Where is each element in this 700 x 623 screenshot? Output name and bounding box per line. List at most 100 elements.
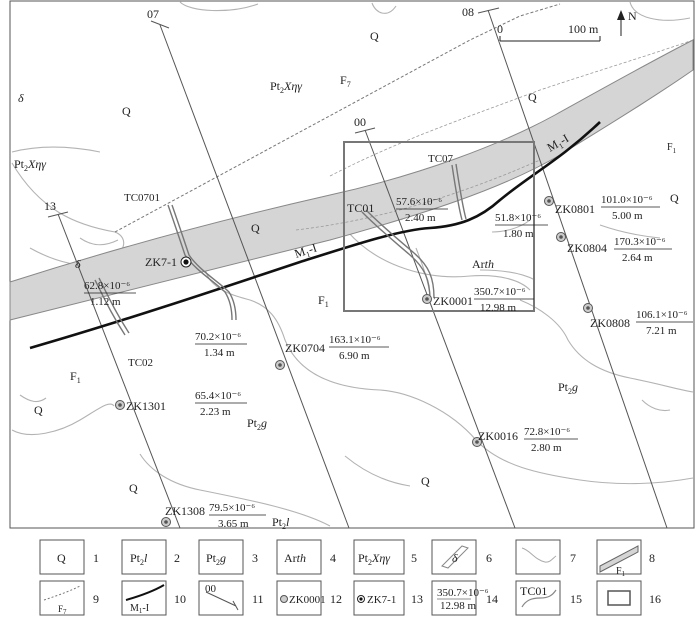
grade-zk1301: 65.4×10⁻⁶ [195,390,241,402]
legend-num-2: 2 [174,551,180,565]
unit-labels: Q Q Q Q Q Q Q Q Pt2Xηγ Pt2Xηγ Pt2g Pt2g … [14,29,679,531]
trench-tc07 [451,164,463,221]
trench-tc01 [361,211,431,301]
thick-zk0704: 6.90 m [339,350,370,362]
unit-q-8: Q [421,474,430,488]
borehole-zk0804-marker [556,232,566,242]
trenches [94,163,467,336]
borehole-zk0801-marker [544,196,554,206]
sample-labels: 57.6×10⁻⁶ 2.40 m 51.8×10⁻⁶ 1.80 m 62.8×1… [84,196,548,359]
fault-label-f1-1: F1 [667,142,677,155]
trench-tc0701 [167,204,233,321]
scale-bar: 0 100 m [497,22,601,42]
section-label-08: 08 [462,5,474,19]
borehole-zk0808-marker [583,303,593,313]
borehole-label-zk0016: ZK0016 [478,429,518,443]
sample-grade-2: 51.8×10⁻⁶ [495,212,541,224]
trench-label-tc07: TC07 [428,153,454,165]
scale-distance: 100 m [568,22,599,36]
legend-num-14: 14 [486,592,498,606]
grade-zk0801: 101.0×10⁻⁶ [601,194,653,206]
section-label-13: 13 [44,199,56,213]
legend-arth-swatch: Arth [284,551,306,565]
borehole-label-zk7-1: ZK7-1 [145,255,177,269]
section-label-07: 07 [147,7,159,21]
grade-zk0016: 72.8×10⁻⁶ [524,426,570,438]
fault-f1-edge-south [295,159,541,231]
legend: Q 1 Pt2l 2 Pt2g 3 Arth 4 Pt2Xηγ 5 δ 6 7 … [39,539,661,616]
thick-zk0804: 2.64 m [622,252,653,264]
legend-num-16: 16 [649,592,661,606]
legend-f7-swatch: F7 [58,604,67,616]
unit-pt2xngg-1: Pt2Xηγ [270,79,302,95]
orebody-m1-i [29,121,601,350]
grade-zk1308: 79.5×10⁻⁶ [209,502,255,514]
trench-label-tc0701: TC0701 [124,192,160,204]
legend-pt2l-swatch: Pt2l [130,551,148,567]
fault-f7 [114,3,561,233]
trench-label-tc02: TC02 [128,357,153,369]
sample-grade-4: 70.2×10⁻⁶ [195,331,241,343]
borehole-labels: ZK0801 101.0×10⁻⁶ 5.00 m ZK0804 170.3×10… [126,194,693,530]
unit-q-4: Q [670,191,679,205]
legend-num-5: 5 [411,551,417,565]
unit-q-7: Q [129,481,138,495]
unit-q-2: Q [122,104,131,118]
legend-num-4: 4 [330,551,336,565]
borehole-zk0001-marker [422,294,432,304]
unit-q-6: Q [34,403,43,417]
legend-borehole-swatch: ZK0001 [289,594,326,606]
sample-thick-4: 1.34 m [204,347,235,359]
legend-num-12: 12 [330,592,342,606]
fault-zone-f1 [9,39,694,321]
thick-zk0808: 7.21 m [646,325,677,337]
unit-pt2l: Pt2l [272,515,290,531]
borehole-label-zk0001: ZK0001 [433,294,473,308]
section-line-13 [57,213,181,529]
unit-delta-1: δ [18,91,24,105]
unit-q-5: Q [251,221,260,235]
borehole-zk1301-marker [115,400,125,410]
trench-label-tc01: TC01 [347,201,374,215]
sample-grade-1: 57.6×10⁻⁶ [396,196,442,208]
sample-thick-2: 1.80 m [503,228,534,240]
legend-q-swatch: Q [57,551,66,565]
grade-zk0704: 163.1×10⁻⁶ [329,334,381,346]
legend-num-15: 15 [570,592,582,606]
thick-zk0801: 5.00 m [612,210,643,222]
unit-delta-2: δ [75,257,81,271]
legend-borehole2-swatch: ZK7-1 [367,594,396,606]
unit-pt2g-2: Pt2g [247,416,267,432]
borehole-zk7-1-marker [180,256,192,268]
legend-num-1: 1 [93,551,99,565]
north-label: N [628,9,637,23]
borehole-zk0016-marker [472,437,482,447]
borehole-label-zk1308: ZK1308 [165,504,205,518]
unit-pt2xngg-2: Pt2Xηγ [14,157,46,173]
unit-pt2g-1: Pt2g [558,380,578,396]
borehole-label-zk0704: ZK0704 [285,341,325,355]
orebody-label-1: M1-I [293,241,320,263]
sample-grade-3: 62.8×10⁻⁶ [84,280,130,292]
thick-zk0016: 2.80 m [531,442,562,454]
borehole-zk0704-marker [275,360,285,370]
grade-zk0001: 350.7×10⁻⁶ [474,286,526,298]
fault-label-f7: F7 [340,73,351,89]
north-arrow: N [617,9,637,36]
detail-area-box [343,141,535,312]
scale-zero: 0 [497,22,503,36]
section-line-00 [364,129,516,529]
grade-zk0804: 170.3×10⁻⁶ [614,236,666,248]
boreholes [115,196,593,527]
thick-zk1308: 3.65 m [218,518,249,530]
section-label-00: 00 [354,115,366,129]
trench-tc02 [94,279,126,336]
section-line-08 [487,9,668,529]
legend-num-8: 8 [649,551,655,565]
section-lines [47,7,668,529]
sample-thick-1: 2.40 m [405,212,436,224]
section-line-00-cap [354,127,376,134]
legend-num-10: 10 [174,592,186,606]
thick-zk0001: 12.98 m [480,302,517,314]
